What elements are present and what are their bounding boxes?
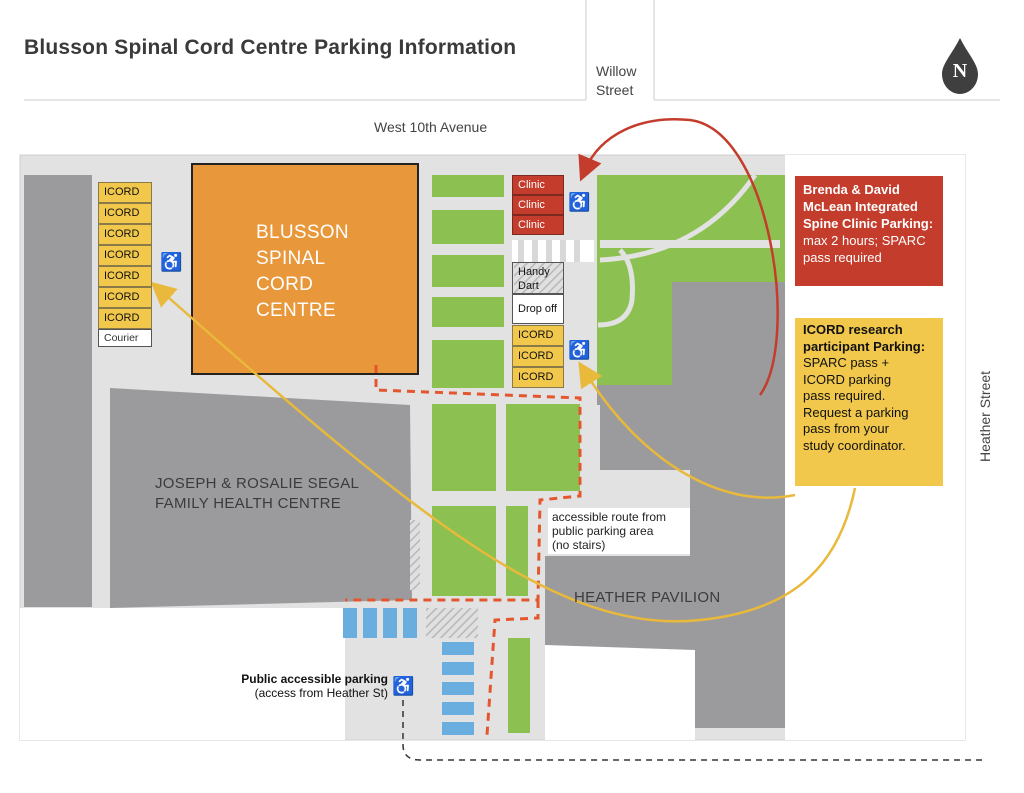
street-label-line: Willow [596, 63, 637, 79]
info-text-line: SPARC pass + [803, 355, 890, 370]
footpath [597, 248, 635, 328]
icord-arrow-left [150, 281, 857, 623]
icord-spot: ICORD [98, 287, 152, 308]
public-parking-title: Public accessible parking [241, 672, 388, 686]
info-heading-line: participant Parking: [803, 338, 926, 354]
segal-label: JOSEPH & ROSALIE SEGAL FAMILY HEALTH CEN… [155, 474, 359, 514]
green-area [432, 297, 504, 327]
public-parking-stalls [343, 608, 474, 735]
icord-spot: ICORD [512, 325, 564, 346]
blusson-label: BLUSSON SPINAL CORD CENTRE [256, 220, 349, 324]
west-10th-label: West 10th Avenue [374, 119, 488, 135]
info-text-line: ICORD parking [803, 371, 892, 387]
clinic-spot: Clinic [512, 175, 564, 195]
heather-pavilion-label: HEATHER PAVILION [574, 589, 721, 606]
wheelchair-icon: ♿ [392, 676, 415, 696]
crosswalk [512, 240, 594, 262]
green-area [432, 255, 504, 287]
icord-spot: ICORD [98, 308, 152, 329]
info-text-line: max 2 hours; SPARC [803, 233, 926, 248]
spot-label-line: Handy [518, 266, 550, 278]
green-area [506, 506, 528, 596]
info-text-line: pass required [803, 250, 882, 265]
left-building [24, 175, 92, 607]
blusson-building [191, 163, 419, 375]
green-area [432, 175, 504, 197]
wheelchair-icon: ♿ [568, 340, 591, 360]
building-label-line: CENTRE [256, 300, 336, 321]
route-label-line: accessible route from [552, 510, 667, 524]
lower-middle-open-area [545, 640, 695, 740]
icord-spot: ICORD [98, 182, 152, 203]
courier-spot: Courier [98, 329, 152, 347]
heather-street-label: Heather Street [977, 370, 993, 462]
route-label-line: public parking area [552, 524, 654, 538]
handy-dart-spot: Handy Dart [512, 262, 564, 294]
icord-spot: ICORD [98, 224, 152, 245]
crosswalk [410, 520, 420, 590]
building-label-line: CORD [256, 274, 314, 295]
building-label-line: BLUSSON [256, 222, 349, 243]
willow-street-label: Willow Street [596, 62, 636, 100]
icord-spot: ICORD [98, 245, 152, 266]
icord-parking-info: ICORD research participant Parking: SPAR… [795, 318, 943, 486]
hatched-area [514, 262, 564, 294]
info-heading-line: ICORD research [803, 322, 903, 337]
lower-left-open-area [20, 608, 345, 740]
info-text-line: study coordinator. [803, 437, 906, 453]
route-label-line: (no stairs) [552, 538, 606, 552]
building-label-line: SPINAL [256, 248, 326, 269]
public-parking-subtitle: (access from Heather St) [254, 686, 388, 700]
hatched-area [426, 608, 478, 638]
clinic-arrow [578, 118, 779, 396]
heather-access-route [402, 700, 985, 761]
clinic-parking-info: Brenda & David McLean Integrated Spine C… [795, 176, 943, 286]
public-parking-label: Public accessible parking (access from H… [222, 672, 388, 700]
info-heading-line: McLean Integrated [803, 199, 918, 214]
wheelchair-icon: ♿ [160, 252, 183, 272]
wheelchair-icon: ♿ [568, 192, 591, 212]
building-label-line: FAMILY HEALTH CENTRE [155, 495, 342, 512]
green-area [432, 340, 504, 388]
icord-spot: ICORD [98, 266, 152, 287]
info-text-line: pass required. [803, 388, 886, 403]
heather-pavilion-building [597, 385, 675, 405]
green-area [506, 404, 580, 491]
footpath [600, 240, 780, 248]
spot-label-line: Dart [518, 280, 539, 292]
info-heading-line: Spine Clinic Parking: [803, 216, 934, 231]
heather-pavilion-building [672, 282, 785, 387]
drop-off-spot: Drop off [512, 294, 564, 324]
info-heading-line: Brenda & David [803, 182, 900, 197]
green-area [432, 210, 504, 244]
info-text-line: Request a parking [803, 404, 909, 420]
building-label-line: JOSEPH & ROSALIE SEGAL [155, 475, 360, 492]
icord-spot: ICORD [512, 367, 564, 388]
accessible-route [485, 600, 540, 736]
accessible-route-label: accessible route from public parking are… [548, 508, 690, 554]
green-area [432, 506, 496, 596]
icord-spot: ICORD [512, 346, 564, 367]
street-label-line: Street [596, 82, 634, 98]
icord-spot: ICORD [98, 203, 152, 224]
clinic-spot: Clinic [512, 215, 564, 235]
page-title: Blusson Spinal Cord Centre Parking Infor… [24, 36, 517, 59]
north-label: N [952, 60, 968, 82]
green-area [508, 638, 530, 733]
icord-arrow-right [578, 361, 796, 499]
clinic-spot: Clinic [512, 195, 564, 215]
north-arrow-icon [942, 38, 978, 94]
green-area [432, 404, 496, 491]
info-text-line: pass from your [803, 421, 889, 436]
